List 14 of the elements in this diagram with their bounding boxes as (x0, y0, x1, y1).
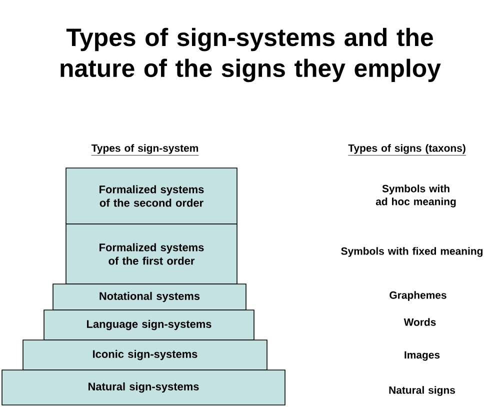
system-box: Iconic sign-systems (22, 340, 268, 370)
sign-type-label: Natural signs (389, 386, 455, 396)
sign-type-label: Symbols with ad hoc meaning (376, 184, 456, 208)
system-box: Natural sign-systems (2, 370, 286, 406)
sign-type-label: Symbols with fixed meaning (341, 247, 482, 257)
sign-type-label: Graphemes (390, 291, 446, 301)
sign-type-label: Images (404, 351, 440, 361)
sign-type-label: Words (404, 318, 436, 326)
column-heading: Types of signs (taxons) (348, 144, 466, 156)
system-box: Formalized systems of the second order (66, 168, 238, 224)
column-heading: Types of sign-system (91, 144, 199, 156)
system-box: Language sign-systems (44, 310, 254, 340)
title: Types of sign-systems and the nature of the signs they employ (60, 28, 441, 82)
system-box: Notational systems (52, 284, 246, 310)
